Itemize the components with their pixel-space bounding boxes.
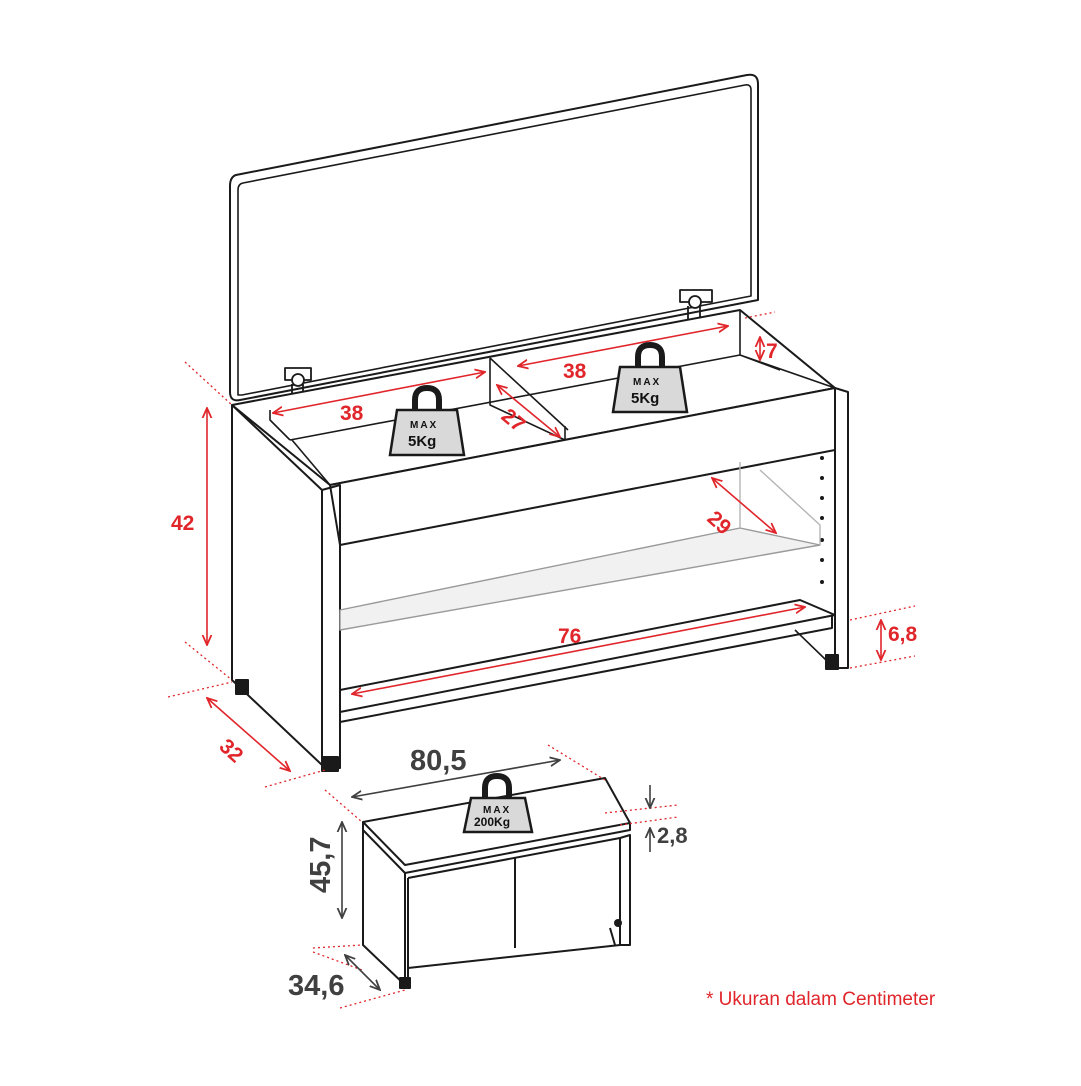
dim-cabinet-depth: 34,6 [288, 970, 344, 1002]
dim-cabinet-width: 80,5 [410, 745, 466, 777]
dim-cabinet-top-thickness: 2,8 [657, 823, 688, 848]
svg-text:MAX: MAX [633, 377, 661, 388]
svg-text:MAX: MAX [483, 805, 511, 816]
svg-text:5Kg: 5Kg [408, 433, 436, 450]
dim-cabinet-height: 45,7 [305, 837, 337, 893]
weight-icon-left: MAX 5Kg [388, 384, 466, 457]
bench-extension-lines [167, 311, 916, 788]
cabinet-dimension-arrows [342, 760, 650, 990]
dim-bench-depth: 32 [215, 735, 248, 768]
bench-dimension-arrows [207, 326, 881, 771]
dim-lid-right-width: 38 [563, 360, 587, 383]
weight-icon-cabinet: MAX 200Kg [462, 772, 534, 834]
dim-lid-left-width: 38 [340, 402, 364, 425]
dim-lid-gap: 7 [766, 340, 778, 363]
dim-leg-height: 6,8 [888, 623, 918, 646]
weight-icon-right: MAX 5Kg [611, 341, 689, 414]
dim-inner-width: 76 [558, 625, 581, 648]
bench-right-side [834, 387, 849, 669]
storage-bench [229, 73, 849, 772]
cabinet-dimension-labels: 80,5 45,7 34,6 2,8 [288, 745, 688, 1002]
svg-text:200Kg: 200Kg [474, 815, 510, 829]
cabinet-extension-lines [312, 744, 679, 1009]
unit-note: * Ukuran dalam Centimeter [706, 989, 936, 1010]
bench-lid [229, 73, 759, 402]
svg-text:MAX: MAX [410, 420, 438, 431]
svg-text:5Kg: 5Kg [631, 390, 659, 407]
dim-bench-height: 42 [171, 512, 194, 535]
